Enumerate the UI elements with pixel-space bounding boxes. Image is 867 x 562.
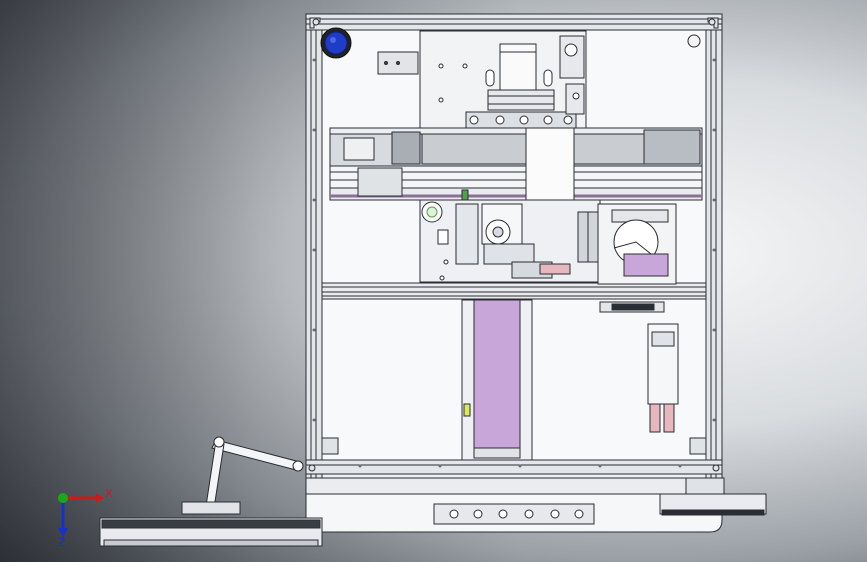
machine-base [305, 477, 723, 533]
z-axis-label: Z [58, 536, 66, 549]
side-foot-bracket [659, 477, 767, 516]
monitor-arm [181, 436, 304, 515]
indicator-lamp [687, 34, 701, 48]
linear-module [461, 299, 533, 461]
label-plate [377, 51, 419, 75]
corner-brackets [308, 17, 720, 472]
emergency-stop-button [320, 27, 352, 59]
upper-mount-plate [419, 30, 587, 132]
gantry-beam [329, 127, 703, 201]
coordinate-triad: X Z [58, 487, 113, 549]
sensor-bracket [559, 35, 585, 115]
control-unit [647, 323, 679, 433]
x-axis-label: X [105, 487, 113, 500]
middle-mount-plate [419, 189, 601, 283]
rail-slots [312, 58, 716, 468]
rotary-feeder [597, 203, 677, 313]
monitor [99, 517, 323, 547]
